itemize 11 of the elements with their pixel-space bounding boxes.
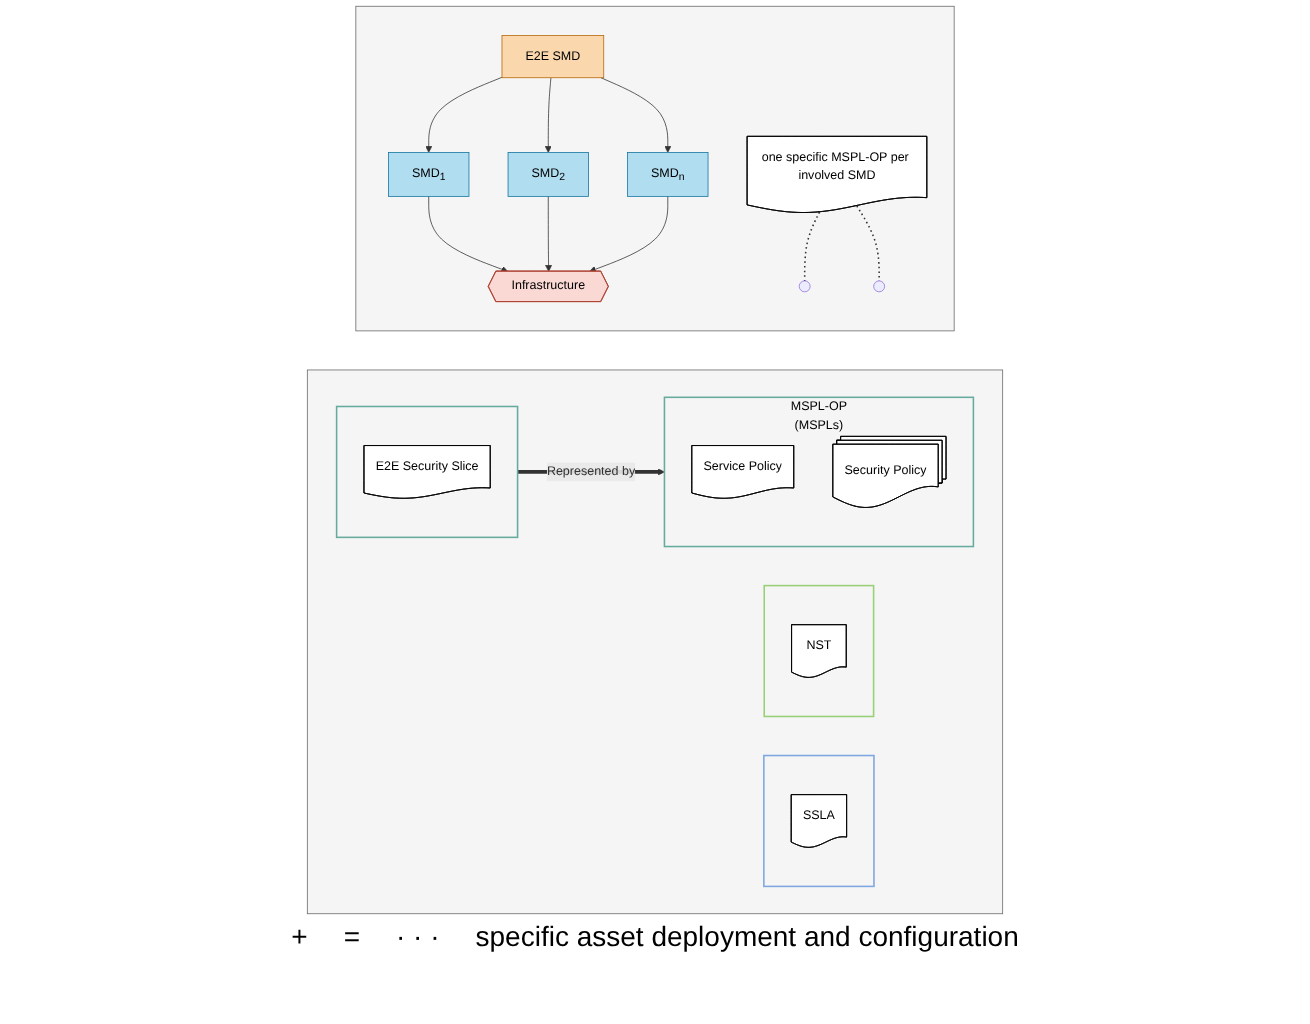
connector: [856, 205, 880, 282]
note-text: =: [343, 920, 360, 952]
note-text: · · ·: [396, 920, 440, 952]
cluster: [763, 584, 875, 718]
note-text: specific asset deployment and configuration: [475, 920, 1019, 952]
cluster: [306, 369, 1004, 915]
connector: [803, 211, 821, 282]
cluster: [355, 5, 955, 332]
cluster: [763, 754, 875, 888]
note-text: +: [291, 920, 308, 952]
cluster: [335, 405, 519, 539]
